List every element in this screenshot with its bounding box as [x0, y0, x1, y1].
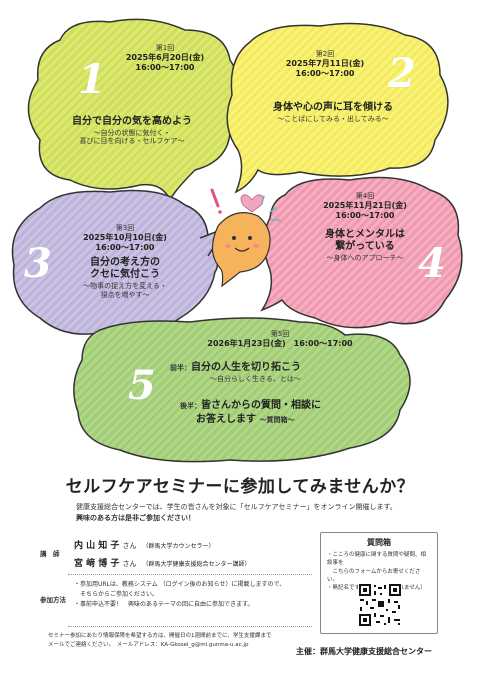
- session-subtitle: 〜自分らしく生きる、とは〜: [210, 374, 301, 383]
- session-date: 2025年6月20日(金): [125, 52, 205, 62]
- session-2-details: 身体や心の声に耳を傾ける 〜ことばにしてみる・出してみる〜: [248, 98, 418, 123]
- divider: [68, 626, 312, 627]
- session-time: 16:00〜17:00: [135, 62, 195, 72]
- session-date: 2025年11月21日(金): [323, 200, 407, 210]
- method-label: 参加方法: [40, 596, 66, 604]
- exclamation-icon: [210, 188, 222, 214]
- question-box-title: 質問箱: [367, 538, 391, 547]
- session-title: 自分の考え方の: [90, 256, 160, 268]
- part-label: 後半：: [180, 402, 201, 410]
- lecturer-label: 講 師: [40, 550, 60, 558]
- question-box-line: ・こころの健康に関する質問や疑問、相談事を: [327, 552, 427, 567]
- honorific: さん: [122, 542, 137, 550]
- note-line: セミナー参加にあたり情報保障を希望する方は、開催日の1週間前までに、学生支援課ま…: [48, 633, 272, 639]
- session-subtitle: 視点を増やす〜: [100, 290, 150, 299]
- session-title: クセに気付こう: [90, 269, 160, 281]
- session-time: 16:00〜17:00: [95, 242, 155, 252]
- mascot-illustration: [211, 212, 271, 288]
- method-note: そちらからご参加ください。: [74, 591, 159, 599]
- session-label: 第5回: [270, 330, 290, 338]
- session-datetime: 2026年1月23日(金) 16:00〜17:00: [207, 338, 353, 348]
- qr-code-icon[interactable]: [358, 583, 402, 627]
- bubble-2: [226, 22, 449, 194]
- method-note: ・参加用URLは、教務システム （ログイン後のお知らせ）に掲載しますので、: [74, 581, 286, 588]
- question-box-line: こちらのフォームからお寄せください。: [327, 568, 421, 583]
- bubbles-illustration: [11, 18, 463, 463]
- session-date: 2025年7月11日(金): [285, 58, 365, 68]
- lecturer-2: 宮 﨑 博 子 さん （群馬大学健康支援総合センター講師）: [74, 556, 251, 569]
- session-1-details: 自分で自分の気を高めよう 〜自分の状態に気付く・ 喜びに目を向ける・セルフケア〜: [52, 112, 212, 146]
- session-title: 身体とメンタルは: [325, 228, 405, 240]
- session-label: 第4回: [355, 192, 375, 200]
- session-title: 身体や心の声に耳を傾ける: [273, 102, 393, 113]
- session-4-number: 4: [418, 240, 446, 287]
- session-1: 第1回 2025年6月20日(金) 16:00〜17:00: [100, 44, 230, 73]
- session-subtitle: 〜ことばにしてみる・出してみる〜: [277, 114, 389, 123]
- session-label: 第3回: [115, 224, 135, 232]
- session-5: 第5回 2026年1月23日(金) 16:00〜17:00: [170, 330, 390, 349]
- session-1-number: 1: [78, 56, 106, 103]
- lecturer-role: （群馬大学健康支援総合センター講師）: [142, 561, 251, 568]
- session-title: 自分の人生を切り拓こう: [191, 362, 301, 373]
- organizer: 主催：群馬大学健康支援総合センター: [296, 647, 432, 656]
- note-line: メールでご連絡ください。 メールアドレス：KA-Gkosei_g@ml.gunm…: [48, 641, 249, 648]
- session-subtitle: 〜物事の捉え方を変える・: [83, 281, 167, 290]
- question-box: 質問箱 ・こころの健康に関する質問や疑問、相談事を こちらのフォームからお寄せく…: [320, 532, 438, 634]
- part-label: 前半：: [170, 364, 191, 372]
- session-label: 第1回: [155, 44, 175, 52]
- session-title: 皆さんからの質問・相談に: [201, 400, 321, 411]
- session-3: 第3回 2025年10月10日(金) 16:00〜17:00 自分の考え方の ク…: [60, 224, 190, 299]
- session-5-part2: 後半：皆さんからの質問・相談に お答えします 〜質問箱〜: [180, 400, 380, 426]
- lecturer-name: 内 山 知 子: [74, 541, 120, 551]
- session-label: 第2回: [315, 50, 335, 58]
- session-title: 自分で自分の気を高めよう: [72, 116, 192, 127]
- intro-text: 健康支援総合センターでは、学生の皆さんを対象に「セルフケアセミナー」をオンライン…: [76, 502, 456, 524]
- bubble-1: [27, 18, 241, 202]
- session-3-number: 3: [24, 240, 52, 287]
- session-time: 16:00〜17:00: [295, 68, 355, 78]
- accessibility-note: セミナー参加にあたり情報保障を希望する方は、開催日の1週間前までに、学生支援課ま…: [48, 632, 338, 650]
- bubble-5: [73, 317, 411, 463]
- honorific: さん: [122, 560, 137, 568]
- bubble-4: [260, 176, 463, 329]
- lecturer-1: 内 山 知 子 さん （群馬大学カウンセラー）: [74, 538, 215, 551]
- page-title: セルフケアセミナーに参加してみませんか？: [65, 477, 415, 497]
- session-subtitle: 〜身体へのアプローチ〜: [326, 253, 404, 262]
- method-note: ・事前申込不要！ 興味のあるテーマの回に自由に参加できます。: [74, 601, 254, 609]
- heart-icon: [240, 194, 264, 213]
- method-notes: ・参加用URLは、教務システム （ログイン後のお知らせ）に掲載しますので、 そち…: [74, 580, 324, 611]
- lecturer-name: 宮 﨑 博 子: [74, 559, 120, 569]
- divider: [68, 574, 312, 575]
- session-5-part1: 前半：自分の人生を切り拓こう 〜自分らしく生きる、とは〜: [170, 362, 380, 383]
- session-date: 2025年10月10日(金): [83, 232, 167, 242]
- session-subtitle: 〜自分の状態に気付く・: [93, 128, 171, 137]
- session-4: 第4回 2025年11月21日(金) 16:00〜17:00 身体とメンタルは …: [300, 192, 430, 263]
- session-time: 16:00〜17:00: [335, 210, 395, 220]
- intro-line: 興味のある方は是非ご参加ください！: [76, 513, 195, 522]
- session-subtitle: 〜質問箱〜: [259, 415, 295, 424]
- session-title: 繋がっている: [335, 241, 395, 253]
- session-5-number: 5: [128, 362, 156, 409]
- session-subtitle: 喜びに目を向ける・セルフケア〜: [79, 137, 185, 146]
- session-2: 第2回 2025年7月11日(金) 16:00〜17:00: [260, 50, 390, 79]
- session-title: お答えします: [196, 413, 256, 425]
- session-2-number: 2: [388, 50, 416, 97]
- sparkle-icon: [261, 195, 281, 221]
- lecturer-role: （群馬大学カウンセラー）: [142, 543, 215, 550]
- intro-line: 健康支援総合センターでは、学生の皆さんを対象に「セルフケアセミナー」をオンライン…: [76, 503, 397, 511]
